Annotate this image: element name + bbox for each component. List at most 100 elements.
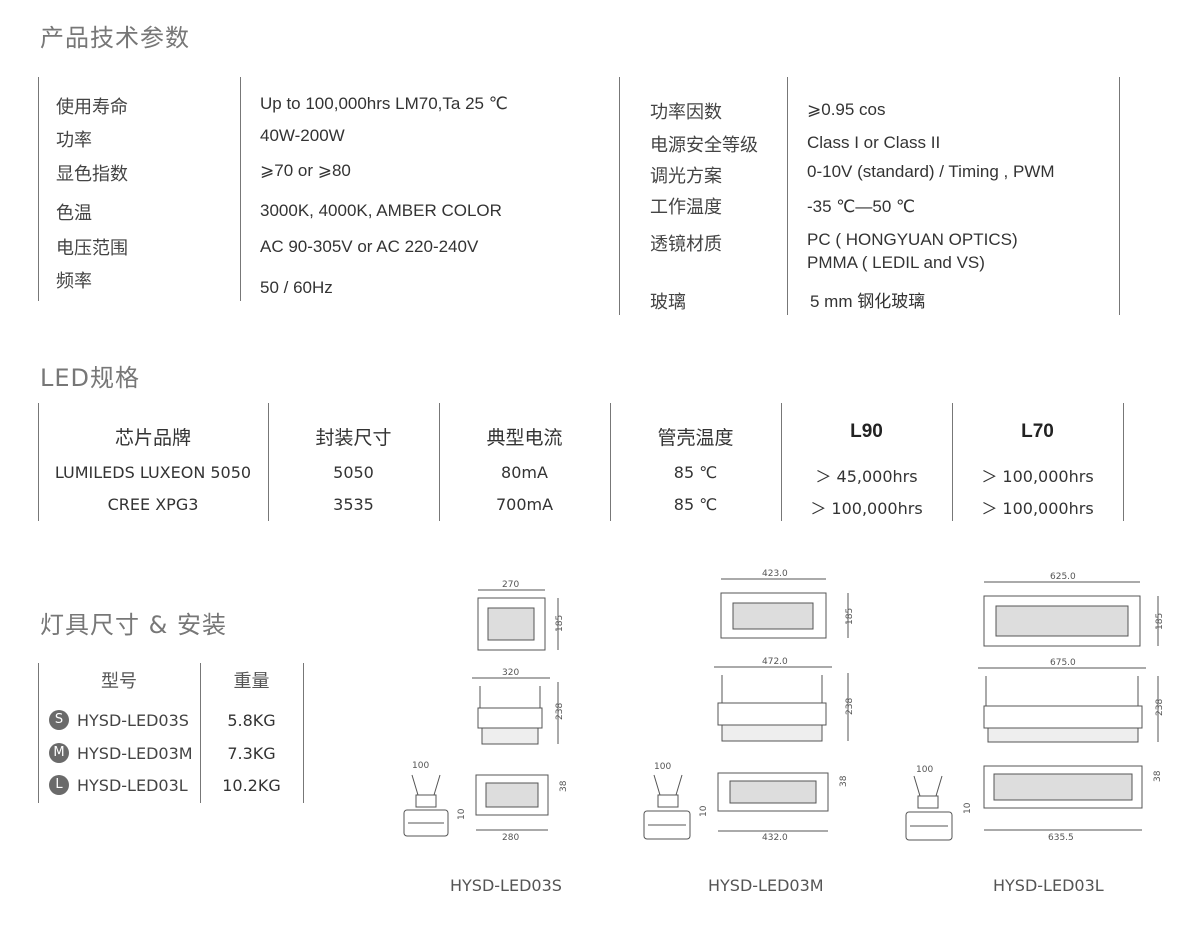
column-header: 芯片品牌 [114, 427, 191, 449]
drawing-caption: HYSD-LED03L [993, 876, 1104, 895]
table-cell: ＞ 100,000hrs [981, 499, 1094, 518]
dim-side-height: 238 [1155, 699, 1165, 716]
dim-bracket-offset: 10 [457, 808, 467, 820]
column-header: 典型电流 [486, 427, 563, 449]
dim-top-height: 185 [555, 615, 565, 632]
dim-side-height: 238 [555, 703, 565, 720]
dim-side-width: 472.0 [762, 657, 788, 667]
divider [619, 77, 620, 315]
drawing-caption: HYSD-LED03M [708, 876, 824, 895]
spec-value: 50 / 60Hz [260, 278, 333, 297]
table-cell: 3535 [333, 495, 374, 514]
spec-value: 5 mm 钢化玻璃 [810, 292, 926, 311]
divider [781, 403, 782, 521]
spec-label: 功率 [56, 130, 92, 151]
model-weight: 10.2KG [222, 776, 281, 795]
table-cell: ＞ 100,000hrs [810, 499, 923, 518]
drawing-l: 625.0 185 675.0 238 635.5 38 10 100 [905, 572, 1165, 843]
column-header: L70 [1021, 421, 1054, 442]
divider [787, 77, 788, 315]
spec-label: 色温 [56, 203, 92, 224]
spec-value: PC ( HONGYUAN OPTICS) [807, 230, 1018, 249]
divider [38, 403, 39, 521]
spec-label: 电源安全等级 [650, 135, 758, 156]
size-badge: M [49, 743, 69, 763]
spec-label: 显色指数 [56, 164, 128, 185]
spec-value: AC 90-305V or AC 220-240V [260, 237, 479, 256]
dim-top-width: 625.0 [1050, 572, 1076, 582]
dim-top-height: 185 [1155, 613, 1165, 630]
specs-title: 产品技术参数 [40, 24, 190, 52]
spec-value: ⩾70 or ⩾80 [260, 161, 351, 180]
divider [200, 663, 201, 803]
divider [439, 403, 440, 521]
spec-value: 3000K, 4000K, AMBER COLOR [260, 201, 502, 220]
dim-top-height: 185 [845, 608, 855, 625]
dim-bracket-offset: 10 [699, 805, 709, 817]
dim-bracket-width: 100 [412, 761, 429, 771]
table-cell: 85 ℃ [673, 495, 718, 514]
model-name: HYSD-LED03M [77, 743, 193, 763]
table-cell: 85 ℃ [673, 463, 718, 482]
dim-bracket-width: 100 [654, 762, 671, 772]
spec-value: ⩾0.95 cos [807, 100, 886, 119]
column-header: 管壳温度 [657, 427, 734, 449]
divider [268, 403, 269, 521]
led-title: LED规格 [40, 364, 141, 392]
table-cell: 80mA [501, 463, 548, 482]
model-row: M HYSD-LED03M [49, 743, 193, 763]
dim-bracket-width: 100 [916, 765, 933, 775]
model-name: HYSD-LED03L [77, 775, 188, 795]
dim-bracket-offset: 10 [963, 802, 973, 814]
spec-label: 调光方案 [650, 166, 722, 187]
model-weight: 5.8KG [227, 711, 276, 730]
dim-side-width: 675.0 [1050, 658, 1076, 668]
table-cell: ＞ 45,000hrs [815, 467, 918, 486]
column-header: L90 [850, 421, 883, 442]
spec-label: 工作温度 [650, 197, 722, 218]
table-cell: LUMILEDS LUXEON 5050 [54, 463, 252, 482]
spec-value: 0-10V (standard) / Timing , PWM [807, 162, 1055, 181]
dim-side-width: 320 [502, 668, 519, 678]
divider [952, 403, 953, 521]
dim-top-width: 423.0 [762, 569, 788, 579]
spec-label: 玻璃 [650, 292, 686, 313]
divider [303, 663, 304, 803]
spec-value: Up to 100,000hrs LM70,Ta 25 ℃ [260, 94, 508, 113]
column-header: 重量 [233, 671, 270, 692]
dim-side-height: 238 [845, 698, 855, 715]
spec-value: 40W-200W [260, 126, 345, 145]
drawing-m: 423.0 185 472.0 238 432.0 38 10 100 [643, 569, 855, 843]
divider [38, 663, 39, 803]
dim-bottom-width: 635.5 [1048, 833, 1074, 843]
table-cell: ＞ 100,000hrs [981, 467, 1094, 486]
column-header: 封装尺寸 [315, 427, 392, 449]
size-badge: L [49, 775, 69, 795]
table-cell: 5050 [333, 463, 374, 482]
column-header: 型号 [101, 671, 137, 692]
spec-label: 功率因数 [650, 102, 722, 123]
divider [610, 403, 611, 521]
spec-value: -35 ℃—50 ℃ [807, 197, 916, 216]
dim-bottom-width: 280 [502, 833, 519, 843]
spec-label: 使用寿命 [56, 97, 128, 118]
table-cell: CREE XPG3 [107, 495, 199, 514]
dim-bottom-height: 38 [559, 780, 569, 792]
fixture-title: 灯具尺寸 & 安装 [40, 611, 227, 639]
table-cell: 700mA [495, 495, 554, 514]
dim-bottom-width: 432.0 [762, 833, 788, 843]
size-badge: S [49, 710, 69, 730]
dim-bottom-height: 38 [839, 775, 849, 787]
spec-label: 电压范围 [56, 238, 128, 259]
dim-bottom-height: 38 [1153, 770, 1163, 782]
drawing-s: 270 185 320 238 280 38 10 100 [403, 580, 569, 843]
drawing-caption: HYSD-LED03S [450, 876, 562, 895]
model-weight: 7.3KG [227, 744, 276, 763]
divider [38, 77, 39, 301]
divider [1119, 77, 1120, 315]
spec-label: 透镜材质 [650, 234, 722, 255]
spec-value: Class I or Class II [807, 133, 941, 152]
spec-value: PMMA ( LEDIL and VS) [807, 253, 985, 272]
model-row: L HYSD-LED03L [49, 775, 188, 795]
divider [1123, 403, 1124, 521]
